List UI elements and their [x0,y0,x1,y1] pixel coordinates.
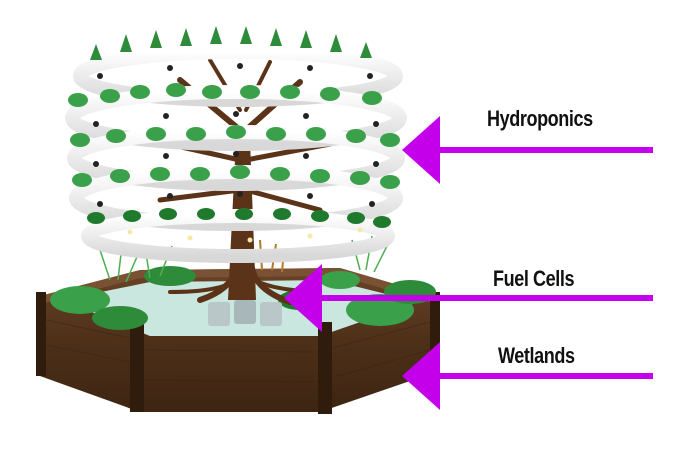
label-wetlands: Wetlands [498,343,575,368]
fuel-cell-tanks [208,292,282,326]
label-hydroponics: Hydroponics [487,106,593,131]
arrow-hydroponics [402,116,653,184]
hydroponic-plants [68,26,400,243]
arrow-fuel-cells [284,264,653,332]
arrow-wetlands [402,342,653,410]
label-fuel-cells: Fuel Cells [493,266,575,291]
